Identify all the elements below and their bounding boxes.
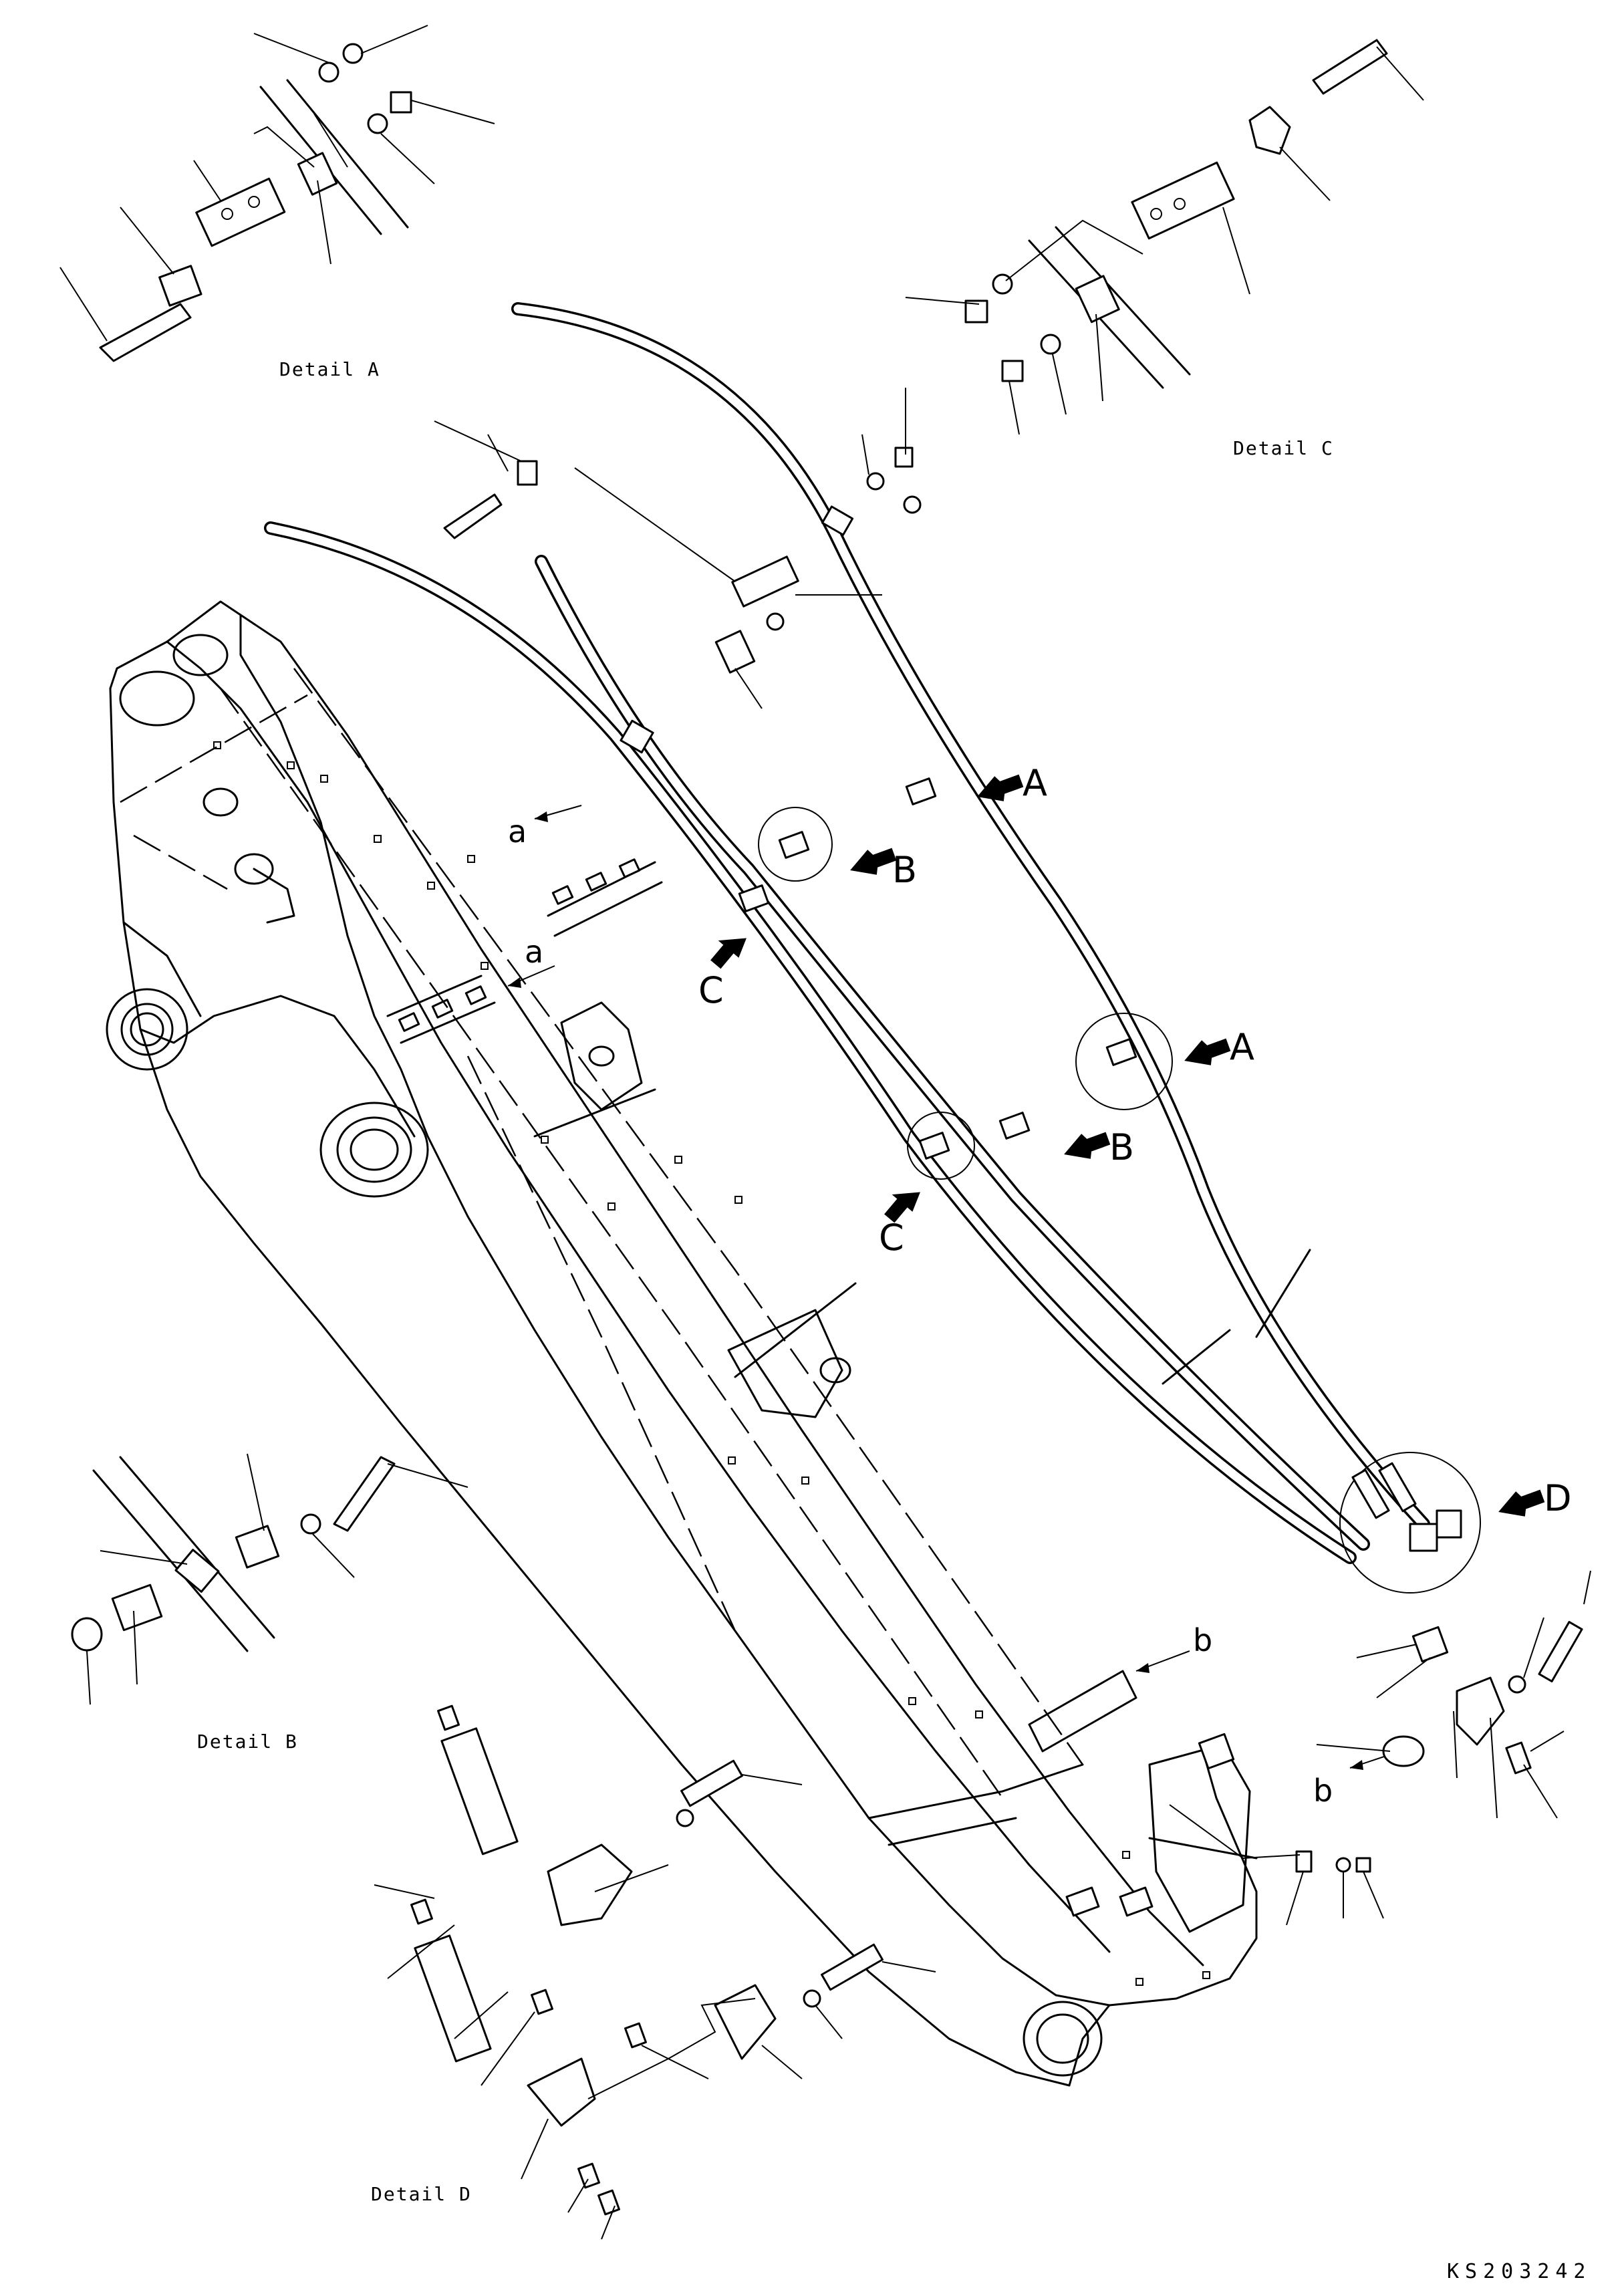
hose-clamps	[620, 505, 1137, 1160]
callout-b-lower: B	[1109, 1126, 1134, 1168]
ref-a-lower: a	[525, 934, 543, 970]
detail-d	[374, 1704, 936, 2240]
deck-bolts	[213, 741, 1210, 1986]
callout-d: D	[1544, 1477, 1572, 1519]
detail-b-caption: Detail B	[197, 1731, 298, 1753]
ref-b-fitting: b	[1313, 1773, 1333, 1809]
drawing-code: KS203242	[1447, 2260, 1592, 2283]
right-fitting-group	[1169, 1570, 1591, 1926]
grease-hoses	[264, 302, 1430, 1564]
detail-c	[905, 39, 1424, 435]
upper-clamp-group	[434, 388, 922, 709]
detail-a	[59, 25, 495, 362]
callout-arrows	[710, 774, 1545, 1517]
ref-a-upper: a	[508, 813, 527, 850]
callout-a-lower: A	[1230, 1026, 1254, 1068]
detail-d-caption: Detail D	[371, 2183, 472, 2205]
detail-c-caption: Detail C	[1233, 437, 1334, 459]
detail-b	[71, 1453, 468, 1705]
callout-c-lower: C	[879, 1217, 904, 1259]
detail-circles	[758, 807, 1481, 1593]
hose-end-fittings	[1351, 1462, 1462, 1552]
callout-a-upper: A	[1023, 762, 1047, 804]
ref-b-boom: b	[1193, 1622, 1212, 1658]
callout-c-upper: C	[698, 969, 724, 1011]
callout-b-upper: B	[892, 849, 917, 891]
boom-structure	[106, 600, 1258, 2087]
deck-clamp-row	[386, 858, 663, 1044]
detail-a-caption: Detail A	[279, 358, 380, 380]
